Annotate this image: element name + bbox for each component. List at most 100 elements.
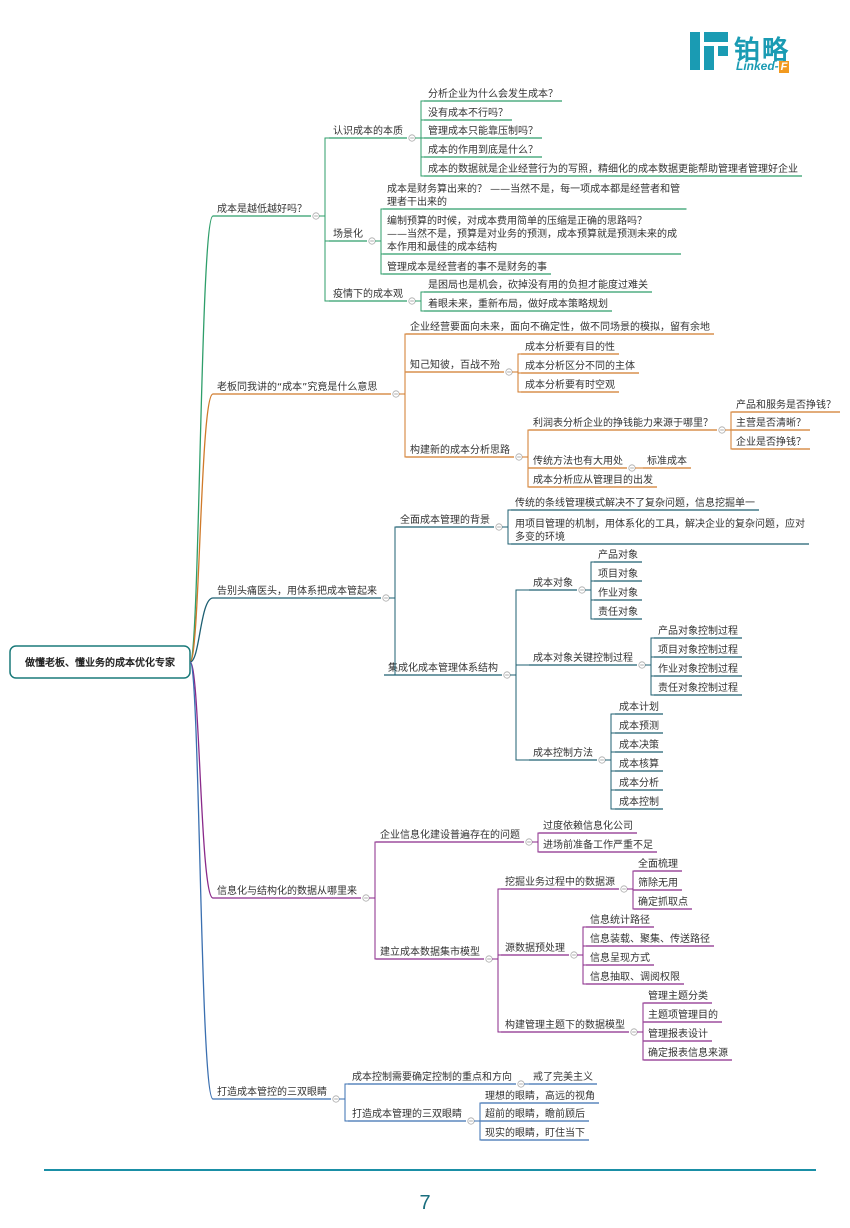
mindmap-node-level3: 成本控制方法 xyxy=(533,746,593,759)
mindmap-node-level4: 责任对象控制过程 xyxy=(658,681,738,694)
mindmap-connector xyxy=(627,888,634,910)
mindmap-node-level4: 责任对象 xyxy=(598,605,638,618)
mindmap-node-level2: 疫情下的成本观 xyxy=(333,287,403,300)
mindmap-node-level1: 老板同我讲的“成本”究竟是什么意思 xyxy=(217,380,377,393)
mindmap-connector xyxy=(532,841,539,853)
mindmap-connector xyxy=(339,1098,348,1122)
mindmap-node-level3: 成本的数据就是企业经营行为的写照，精细化的成本数据更能帮助管理者管理好企业 xyxy=(428,162,798,175)
mindmap-node-level4: 企业是否挣钱？ xyxy=(736,435,806,448)
logo-tagline-mark: F xyxy=(778,61,790,73)
mindmap-node-level3: ——当然不是，预算是对业务的预测，成本预算就是预测未来的成 xyxy=(387,227,677,240)
mindmap-connector xyxy=(415,300,424,312)
mindmap-node-level3: 挖掘业务过程中的数据源 xyxy=(505,875,615,888)
mindmap-node-level3: 源数据预处理 xyxy=(505,941,565,954)
mindmap-connector xyxy=(384,597,396,676)
mindmap-branch-connector xyxy=(189,661,214,899)
mindmap-node-level3: 编制预算的时候，对成本费用简单的压缩是正确的思路吗？ xyxy=(387,214,647,227)
mindmap-node-level2: 集成化成本管理体系结构 xyxy=(388,661,498,674)
mindmap-node-level3: 管理成本只能靠压制吗？ xyxy=(428,124,538,137)
mindmap-node-level4: 管理报表设计 xyxy=(648,1027,708,1040)
mindmap-branch-connector xyxy=(189,597,214,663)
mindmap-node-level3: 分析企业为什么会发生成本？ xyxy=(428,87,558,100)
mindmap-node-level3: 超前的眼睛，瞻前顾后 xyxy=(485,1107,585,1120)
mindmap-node-level2: 场景化 xyxy=(333,227,363,240)
mindmap-connector xyxy=(725,411,732,431)
mindmap-connector xyxy=(415,291,424,302)
logo-mark-icon xyxy=(690,32,728,70)
mindmap-node-level2: 建立成本数据集市模型 xyxy=(380,945,480,958)
mindmap-connector xyxy=(502,526,511,545)
mindmap-node-level4: 产品和服务是否挣钱？ xyxy=(736,398,836,411)
mindmap-node-level4: 成本核算 xyxy=(619,757,659,770)
footer-divider xyxy=(44,1169,816,1171)
mindmap-connector xyxy=(510,664,529,676)
mindmap-node-level2: 全面成本管理的背景 xyxy=(400,513,490,526)
mindmap-node-level4: 主题项管理目的 xyxy=(648,1008,718,1021)
mindmap-node-level3: 是困局也是机会，砍掉没有用的负担才能度过难关 xyxy=(428,278,648,291)
mindmap-node-level2: 企业经营要面向未来，面向不确定性，做不同场景的模拟，留有余地 xyxy=(410,320,710,333)
mindmap-connector xyxy=(319,215,329,302)
mindmap-node-level4: 成本预测 xyxy=(619,719,659,732)
mindmap-connector xyxy=(319,137,329,217)
mindmap-node-level4: 信息统计路径 xyxy=(590,913,650,926)
mindmap-node-level3: 本作用和最佳的成本结构 xyxy=(387,240,497,253)
mindmap-node-level3: 传统方法也有大用处 xyxy=(533,454,623,467)
logo-tagline: Linked-F xyxy=(736,59,790,73)
mindmap-connector xyxy=(605,759,615,772)
mindmap-connector xyxy=(510,589,529,676)
mindmap-node-level3: 传统的条线管理模式解决不了复杂问题，信息挖掘单一 xyxy=(515,496,755,509)
mindmap-node-level3: 用项目管理的机制，用体系化的工具，解决企业的复杂问题，应对 xyxy=(515,517,805,530)
mindmap-node-level4: 产品对象 xyxy=(598,548,638,561)
mindmap-connector xyxy=(474,1102,481,1122)
logo-tagline-prefix: Linked- xyxy=(736,59,779,73)
mindmap-connector xyxy=(389,526,396,599)
mindmap-node-level2: 成本控制需要确定控制的重点和方向 xyxy=(352,1070,512,1083)
mindmap-node-level4: 筛除无用 xyxy=(638,876,678,889)
mindmap-connector xyxy=(645,656,654,666)
mindmap-node-level3: 没有成本不行吗？ xyxy=(428,106,508,119)
mindmap-connector xyxy=(645,664,654,696)
mindmap-branch-connector xyxy=(189,393,214,663)
mindmap-node-level2: 知己知彼，百战不殆 xyxy=(410,358,500,371)
mindmap-connector xyxy=(637,1031,644,1061)
mindmap-connector xyxy=(645,637,654,666)
mindmap-connector xyxy=(399,393,406,458)
mindmap-node-level4: 信息装载、聚集、传送路径 xyxy=(590,932,710,945)
mindmap-node-level3: 成本对象关键控制过程 xyxy=(533,651,633,664)
mindmap-connector xyxy=(725,429,732,450)
mindmap-node-level4: 管理主题分类 xyxy=(648,989,708,1002)
mindmap-node-level4: 作业对象控制过程 xyxy=(658,662,738,675)
mindmap-node-level2: 构建新的成本分析思路 xyxy=(410,443,510,456)
mindmap-connector xyxy=(375,240,383,275)
mindmap-connector xyxy=(492,954,501,960)
mindmap-connector xyxy=(577,926,586,956)
mindmap-node-level3: 理想的眼睛，高远的视角 xyxy=(485,1089,595,1102)
mindmap-connector xyxy=(369,897,376,960)
mindmap-connector xyxy=(492,958,501,1033)
mindmap-node-level3: 现实的眼睛，盯住当下 xyxy=(485,1126,585,1139)
mindmap-node-level3: 成本分析应从管理目的出发 xyxy=(533,473,653,486)
mindmap-node-level3: 理者干出来的 xyxy=(387,195,447,208)
mindmap-node-level3: 管理成本是经营者的事不是财务的事 xyxy=(387,260,547,273)
mindmap-node-level4: 信息抽取、调阅权限 xyxy=(590,970,680,983)
mindmap-node-level3: 成本分析区分不同的主体 xyxy=(525,359,635,372)
logo: 铂略 Linked-F xyxy=(690,30,820,76)
mindmap-connector xyxy=(637,1021,644,1033)
mindmap-connector xyxy=(415,137,424,158)
mindmap-node-level3: 过度依赖信息化公司 xyxy=(543,819,633,832)
mindmap-node-level4: 作业对象 xyxy=(598,586,638,599)
mindmap-node-level4: 项目对象控制过程 xyxy=(658,643,738,656)
mindmap-node-level1: 信息化与结构化的数据从哪里来 xyxy=(217,884,357,897)
mindmap-connector xyxy=(577,954,586,966)
mindmap-node-level3: 成本是财务算出来的？ ——当然不是，每一项成本都是经营者和管 xyxy=(387,182,680,195)
mindmap-connector xyxy=(502,509,511,528)
mindmap-node-level4: 成本计划 xyxy=(619,700,659,713)
mindmap-connector xyxy=(319,215,329,242)
mindmap-node-level4: 项目对象 xyxy=(598,567,638,580)
mindmap-node-level3: 利润表分析企业的挣钱能力来源于哪里？ xyxy=(533,416,713,429)
mindmap-connector xyxy=(577,954,586,985)
mindmap-node-level2: 企业信息化建设普遍存在的问题 xyxy=(380,828,520,841)
mindmap-node-level3: 着眼未来，重新布局，做好成本策略规划 xyxy=(428,297,608,310)
mindmap-connector xyxy=(492,888,501,960)
